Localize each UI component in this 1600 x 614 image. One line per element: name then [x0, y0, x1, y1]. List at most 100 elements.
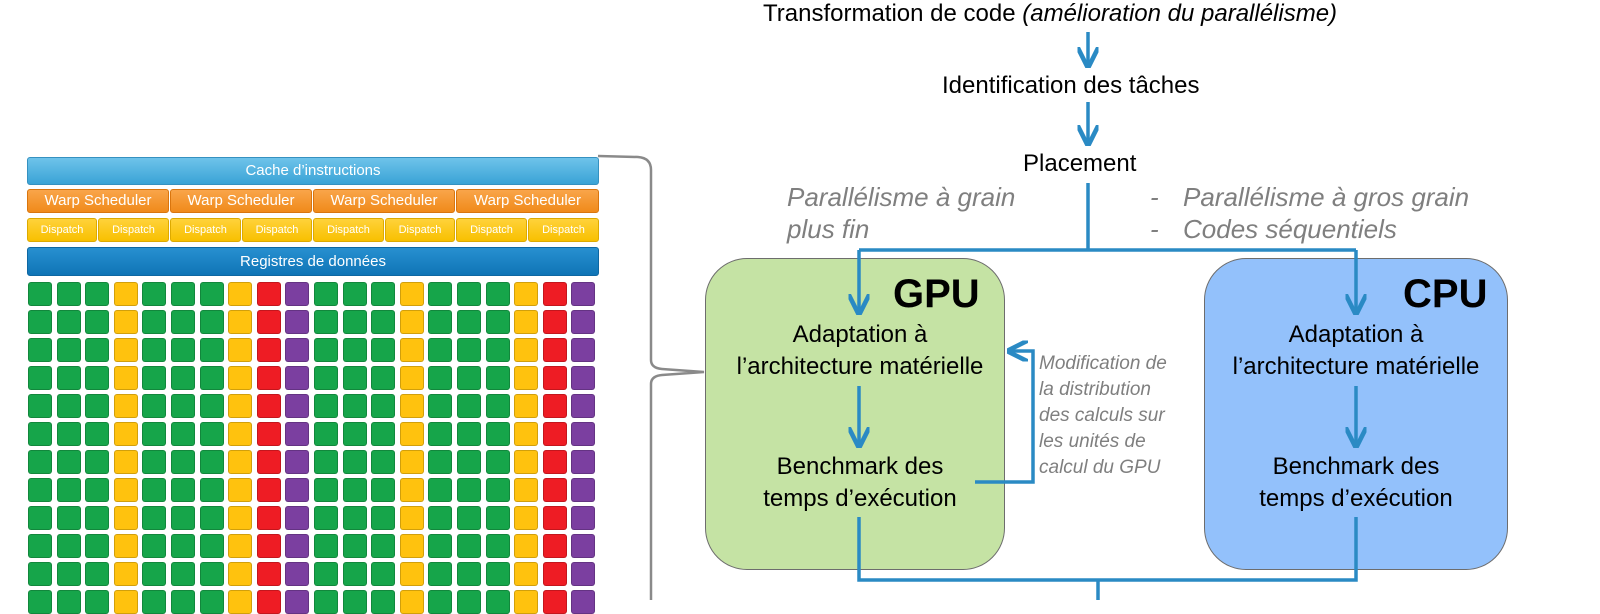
- core-cell: [85, 478, 110, 502]
- core-cell: [142, 282, 167, 306]
- core-cell: [571, 534, 596, 558]
- coarse-grain-bullet: Parallélisme à gros grain: [1183, 182, 1470, 212]
- core-cell: [28, 450, 52, 474]
- core-cell: [142, 338, 167, 362]
- core-cell: [485, 450, 510, 474]
- core-cell: [85, 534, 110, 558]
- core-cell: [514, 282, 539, 306]
- core-cell: [113, 282, 138, 306]
- core-cell: [142, 450, 167, 474]
- core-cell: [571, 338, 596, 362]
- core-cell: [56, 422, 81, 446]
- core-cell: [314, 506, 338, 530]
- core-cell: [285, 338, 310, 362]
- core-cell: [199, 394, 224, 418]
- core-cell: [371, 506, 396, 530]
- core-cell: [342, 310, 367, 334]
- core-cell: [342, 478, 367, 502]
- core-cell: [113, 450, 138, 474]
- dispatch-unit-6: Dispatch: [385, 218, 455, 242]
- dispatch-unit-8: Dispatch: [528, 218, 599, 242]
- core-cell: [285, 478, 310, 502]
- core-cell: [571, 394, 596, 418]
- core-cell: [514, 338, 539, 362]
- core-cell: [571, 422, 596, 446]
- core-cell: [256, 394, 281, 418]
- core-cell: [542, 562, 567, 586]
- core-cell: [28, 506, 52, 530]
- core-cell: [428, 562, 453, 586]
- core-cell: [571, 506, 596, 530]
- core-cell: [342, 422, 367, 446]
- core-cell: [514, 506, 539, 530]
- core-cell: [285, 394, 310, 418]
- core-cell: [199, 282, 224, 306]
- core-cell: [85, 450, 110, 474]
- cpu-adapt-line1: Adaptation à: [1288, 321, 1424, 348]
- feedback-note-line3: des calculs sur: [1039, 405, 1165, 426]
- gpu-title: GPU: [893, 272, 980, 316]
- core-cell: [199, 590, 224, 614]
- core-cell: [342, 590, 367, 614]
- core-cell: [171, 394, 195, 418]
- gpu-adapt-line2: l’architecture matérielle: [736, 353, 984, 380]
- core-cell: [571, 450, 596, 474]
- core-cell: [428, 534, 453, 558]
- core-cell: [485, 534, 510, 558]
- core-cell: [285, 534, 310, 558]
- core-cell: [256, 282, 281, 306]
- core-cell: [171, 450, 195, 474]
- core-cell: [56, 310, 81, 334]
- core-cell: [142, 534, 167, 558]
- core-cell: [399, 450, 424, 474]
- core-cell: [56, 478, 81, 502]
- core-cell: [28, 534, 52, 558]
- core-cell: [228, 338, 253, 362]
- feedback-note-line5: calcul du GPU: [1039, 457, 1161, 478]
- core-cell: [542, 282, 567, 306]
- core-cell: [485, 422, 510, 446]
- core-cell: [485, 338, 510, 362]
- core-cell: [314, 450, 338, 474]
- core-cell: [142, 366, 167, 390]
- core-cell: [285, 310, 310, 334]
- core-cell: [428, 422, 453, 446]
- core-cell: [314, 394, 338, 418]
- core-cell: [399, 478, 424, 502]
- core-cell: [85, 366, 110, 390]
- core-cell: [428, 394, 453, 418]
- core-cell: [171, 422, 195, 446]
- core-cell: [314, 338, 338, 362]
- core-cell: [314, 366, 338, 390]
- core-cell: [428, 478, 453, 502]
- core-cell: [28, 366, 52, 390]
- core-cell: [542, 506, 567, 530]
- dispatch-unit-1: Dispatch: [27, 218, 97, 242]
- warp-scheduler-4: Warp Scheduler: [456, 189, 599, 213]
- core-cell: [285, 282, 310, 306]
- bullet-dash-1: -: [1150, 182, 1159, 212]
- core-cell: [28, 282, 52, 306]
- dispatch-unit-5: Dispatch: [313, 218, 384, 242]
- core-cell: [542, 590, 567, 614]
- core-cell: [399, 590, 424, 614]
- core-cell: [571, 282, 596, 306]
- core-cell: [457, 366, 481, 390]
- core-cell: [542, 450, 567, 474]
- gpu-adapt-line1: Adaptation à: [792, 321, 928, 348]
- core-cell: [514, 562, 539, 586]
- core-cell: [113, 338, 138, 362]
- core-cell: [113, 310, 138, 334]
- core-cell: [142, 310, 167, 334]
- cpu-bench-line2: temps d’exécution: [1259, 485, 1453, 512]
- core-cell: [371, 478, 396, 502]
- core-cell: [142, 394, 167, 418]
- feedback-note-line1: Modification de: [1039, 353, 1167, 374]
- core-cell: [256, 450, 281, 474]
- core-cell: [171, 366, 195, 390]
- core-cell: [171, 282, 195, 306]
- core-cell: [485, 478, 510, 502]
- gpu-bench-line2: temps d’exécution: [763, 485, 957, 512]
- core-cell: [56, 590, 81, 614]
- core-cell: [28, 478, 52, 502]
